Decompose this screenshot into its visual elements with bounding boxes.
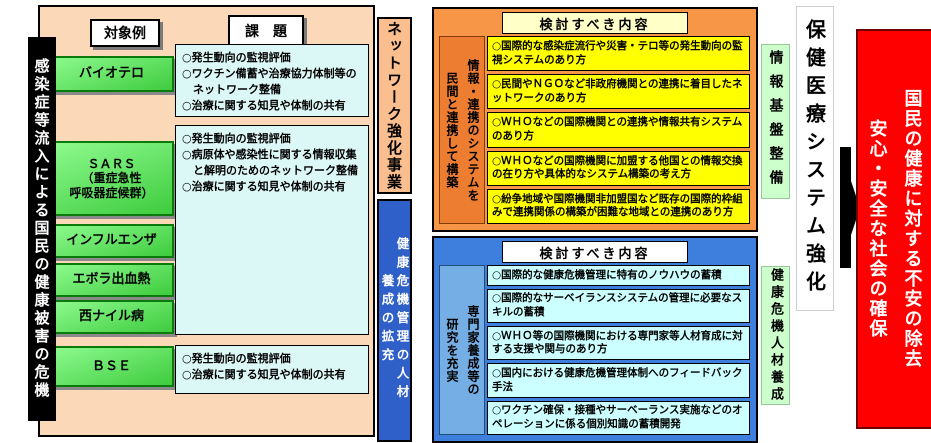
review-item: ○国際的な感染症流行や災害・テロ等の発生動向の監視システムのあり方 <box>487 36 750 72</box>
goal-box: 国民の健康に対する不安の除去 安心・安全な社会の確保 <box>856 29 931 429</box>
issues-header: 課 題 <box>228 15 304 46</box>
hr-review-items: ○国際的な健康危機管理に特有のノウハウの蓄積 ○国際的なサーベイランスシステムの… <box>487 265 750 435</box>
hr-strip-text: 専門家養成等の 研究を充実 <box>445 304 480 396</box>
issues-bse: ○発生動向の監視評価 ○治療に関する知見や体制の共有 <box>175 345 369 394</box>
info-infrastructure-text: 情報基盤整備 <box>767 49 784 194</box>
review-item: ○紛争地域や国際機関非加盟国など既存の国際的枠組みで連携関係の構築が困難な地域と… <box>487 188 750 225</box>
network-review-items: ○国際的な感染症流行や災害・テロ等の発生動向の監視システムのあり方 ○民間やＮＧ… <box>487 36 750 225</box>
review-item: ○民間やＮＧＯなど非政府機関との連携に着目したネットワークのあり方 <box>487 74 750 110</box>
review-item: ○国際的な健康危機管理に特有のノウハウの蓄積 <box>487 265 750 286</box>
info-infrastructure-rail: 情報基盤整備 <box>761 44 790 199</box>
hr-strip-label: 専門家養成等の 研究を充実 <box>439 265 485 435</box>
network-review-header: 検討すべき内容 <box>502 12 688 34</box>
review-item: ○ワクチン確保・接種やサーベーランス実施などのオペレーションに係る個別知識の蓄積… <box>487 400 750 435</box>
issues-sars-group: ○発生動向の監視評価 ○病原体や感染性に関する情報収集 と解明のためのネットワー… <box>175 125 369 335</box>
review-item: ○ＷＨＯなどの国際機関との連携や情報共有システムのあり方 <box>487 112 750 148</box>
arrow-to-goal-head <box>851 181 860 235</box>
network-strip-label: 情報・連携のシステムを 民間と連携して構築 <box>439 36 485 224</box>
disease-box-bioterror: バイオテロ <box>49 56 174 92</box>
hr-review-header: 検討すべき内容 <box>502 241 688 263</box>
network-strip-text: 情報・連携のシステムを 民間と連携して構築 <box>445 58 480 202</box>
examples-issues-panel: 対象例 課 題 バイオテロ ＳＡＲＳ （重症急性 呼吸器症候群） インフルエンザ… <box>38 5 375 437</box>
hr-development-rail: 健康危機人材養成 <box>761 266 790 405</box>
issues-bioterror: ○発生動向の監視評価 ○ワクチン備蓄や治療協力体制等の ネットワーク整備 ○治療… <box>175 44 369 117</box>
review-item: ○国内における健康危機管理体制へのフィードバック手法 <box>487 363 750 398</box>
disease-box-west-nile: 西ナイル病 <box>49 300 174 334</box>
network-review-box: 検討すべき内容 情報・連携のシステムを 民間と連携して構築 ○国際的な感染症流行… <box>432 7 758 232</box>
disease-box-sars: ＳＡＲＳ （重症急性 呼吸器症候群） <box>49 141 174 216</box>
crisis-banner: 感染症等流入による国民の健康被害の危機 <box>28 37 56 421</box>
hr-program-text: 健康危機管理の人材 養成の拡充 <box>379 237 410 404</box>
hr-review-box: 検討すべき内容 専門家養成等の 研究を充実 ○国際的な健康危機管理に特有のノウハ… <box>432 236 758 443</box>
disease-box-ebola: エボラ出血熱 <box>49 263 174 297</box>
review-item: ○ＷＨＯなどの国際機関に加盟する他国との情報交換の在り方や具体的なシステム構築の… <box>487 150 750 186</box>
crisis-banner-label: 感染症等流入による国民の健康被害の危機 <box>32 58 51 400</box>
examples-header: 対象例 <box>90 19 160 47</box>
hr-development-text: 健康危機人材養成 <box>768 267 783 404</box>
arrow-to-goal <box>840 147 851 268</box>
disease-box-influenza: インフルエンザ <box>49 224 174 258</box>
health-system-label: 保健医療システム強化 <box>796 6 834 311</box>
hr-program-label: 健康危機管理の人材 養成の拡充 <box>377 199 412 442</box>
disease-box-bse: ＢＳＥ <box>49 346 174 387</box>
health-system-text: 保健医療システム強化 <box>802 18 827 299</box>
network-program-label: ネットワーク強化事業 <box>377 17 412 194</box>
review-item: ○国際的なサーベイランスシステムの管理に必要なスキルの蓄積 <box>487 288 750 324</box>
goal-text: 国民の健康に対する不安の除去 安心・安全な社会の確保 <box>866 89 923 369</box>
review-item: ○ＷＨＯ等の国際機関における専門家等人材育成に対する支援や関与のあり方 <box>487 326 750 361</box>
network-program-text: ネットワーク強化事業 <box>385 20 403 191</box>
